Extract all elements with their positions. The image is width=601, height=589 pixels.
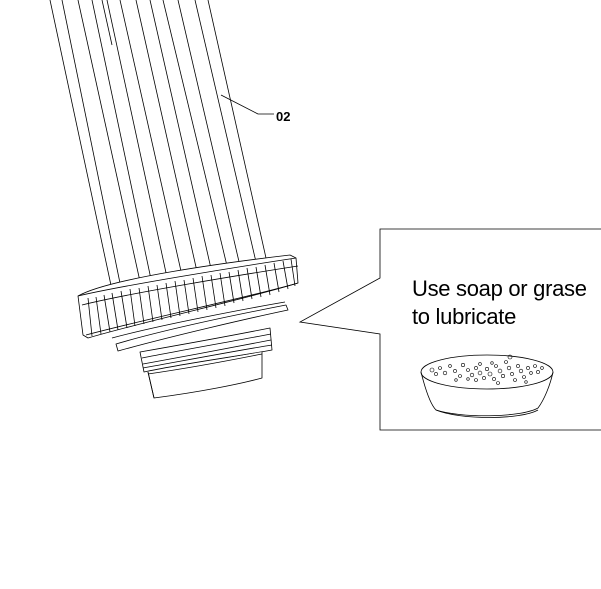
knurled-ring [77, 254, 299, 339]
outlet-pipe [147, 352, 263, 399]
callout-text: Use soap or grase to lubricate [412, 275, 587, 331]
callout-line-2: to lubricate [412, 304, 517, 329]
tube-ribs [49, 0, 267, 291]
filter-tube-assembly [49, 0, 299, 399]
soap-bowl-icon [420, 354, 554, 418]
part-leader-line [220, 94, 274, 115]
flange [111, 301, 289, 352]
threaded-neck [139, 327, 273, 373]
soap-bubbles [429, 354, 544, 385]
part-number-label: 02 [276, 109, 290, 124]
callout-line-1: Use soap or grase [412, 276, 587, 301]
